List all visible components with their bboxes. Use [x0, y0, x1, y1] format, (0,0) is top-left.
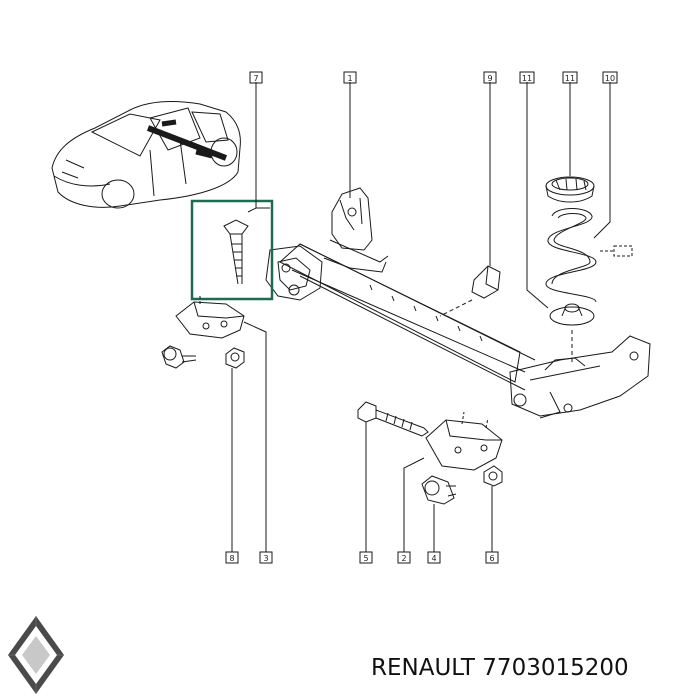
callout-10: 10: [605, 74, 615, 83]
part-6-bushing: [483, 465, 503, 487]
callout-7: 7: [253, 74, 258, 83]
callout-8: 8: [229, 554, 234, 563]
part-1-bracket: [323, 187, 389, 273]
callout-3: 3: [263, 554, 268, 563]
part-number: 7703015200: [482, 655, 629, 681]
part-4-right-bushing: [421, 475, 457, 505]
part-3-left-bracket: [175, 296, 245, 339]
callout-labels: 7 1 9 11 11 10 8 3 5 2 4 6: [229, 74, 615, 563]
part-9-bump-stop: [439, 265, 501, 317]
spring-clip-part: [600, 245, 633, 257]
axle-beam: [265, 243, 651, 419]
callout-boxes: [225, 71, 618, 564]
footer-title: RENAULT 7703015200: [371, 655, 629, 681]
callout-2: 2: [401, 554, 406, 563]
part-7-highlight-box: [190, 199, 274, 301]
callout-9: 9: [487, 74, 492, 83]
part-4-left-bushing: [161, 345, 197, 369]
part-11-lower-seat: [549, 303, 595, 362]
part-8-bushing: [225, 347, 245, 369]
callout-6: 6: [489, 554, 494, 563]
part-2-right-bracket: [425, 411, 503, 471]
part-7-bolt: [223, 207, 270, 285]
callout-4: 4: [431, 554, 436, 563]
car-illustration: [51, 101, 241, 209]
callout-11-right: 11: [565, 74, 575, 83]
callout-1: 1: [347, 74, 352, 83]
callout-5: 5: [363, 554, 368, 563]
leader-lines: [231, 82, 611, 552]
part-11-upper-seat: [545, 176, 595, 203]
part-10-coil-spring: [545, 208, 597, 303]
part-5-bolt: [357, 401, 429, 437]
renault-logo-icon: [8, 616, 64, 694]
brand-name: RENAULT: [371, 655, 475, 681]
callout-11-left: 11: [522, 74, 532, 83]
